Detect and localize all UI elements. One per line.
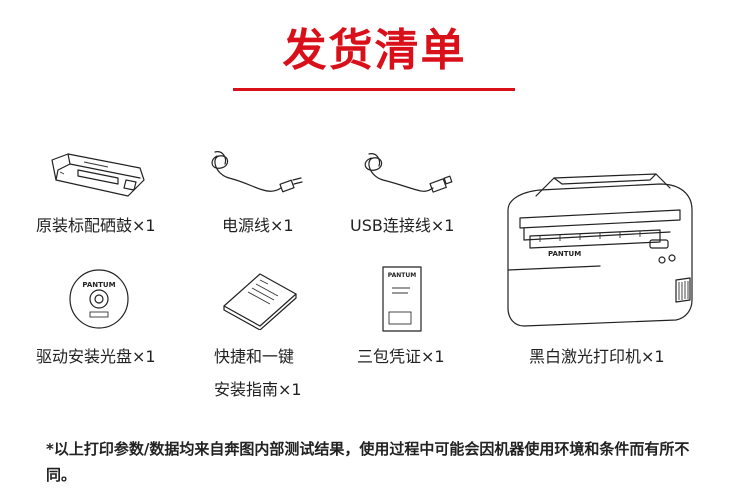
laser-printer-icon: PANTUM — [500, 170, 700, 330]
power-cable-icon — [205, 148, 305, 203]
quick-guide-icon — [220, 270, 300, 330]
quick-guide-label-line1: 快捷和一键 — [214, 347, 295, 366]
page-title: 发货清单 — [282, 25, 467, 76]
card-brand-text: PANTUM — [387, 272, 417, 279]
printer-brand-text: PANTUM — [548, 250, 582, 258]
usb-cable-icon — [357, 148, 457, 203]
usb-cable-label: USB连接线×1 — [350, 216, 455, 235]
title-underline — [233, 88, 515, 91]
warranty-card-label: 三包凭证×1 — [357, 347, 445, 366]
power-cable-label: 电源线×1 — [222, 216, 294, 235]
footnote: *以上打印参数/数据均来自奔图内部测试结果，使用过程中可能会因机器使用环境和条件… — [46, 440, 690, 484]
laser-printer-label: 黑白激光打印机×1 — [529, 347, 665, 366]
driver-disc-label: 驱动安装光盘×1 — [36, 347, 156, 366]
disc-brand-text: PANTUM — [82, 281, 116, 289]
toner-cartridge-label: 原装标配硒鼓×1 — [36, 216, 156, 235]
toner-cartridge-icon — [48, 150, 148, 200]
quick-guide-label-line2: 安装指南×1 — [214, 380, 302, 399]
driver-disc-icon: PANTUM — [68, 268, 130, 330]
warranty-card-icon: PANTUM — [382, 266, 422, 332]
